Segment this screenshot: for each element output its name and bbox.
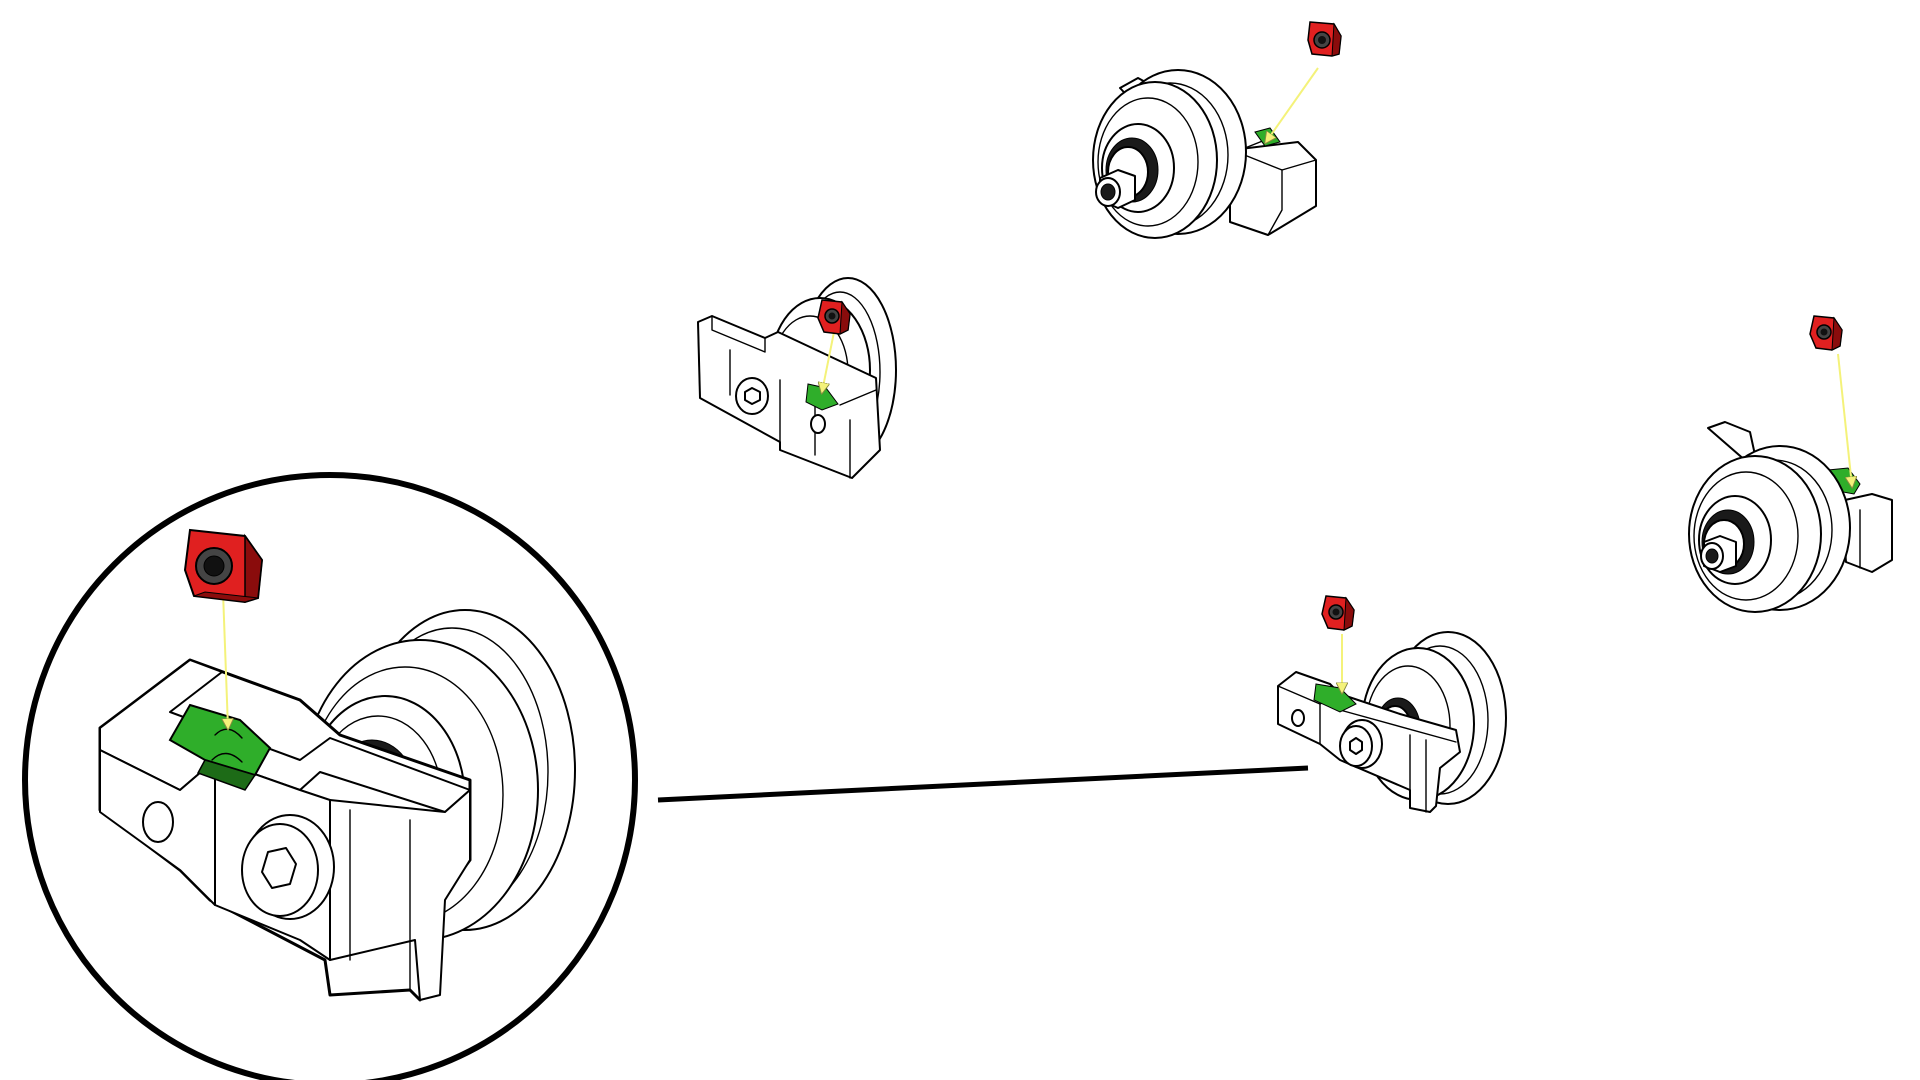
- right-v-wheel: [1688, 445, 1851, 613]
- middle-left-square-nut: [817, 299, 851, 335]
- detail-socket-head-screw: [241, 814, 335, 920]
- right-insert-arrow: [1837, 353, 1852, 486]
- detail-square-nut: [183, 528, 264, 604]
- view-bottom-center: [1277, 595, 1507, 813]
- view-top-center: [1092, 21, 1342, 239]
- callout-leader-line: [657, 765, 1309, 803]
- top-center-v-wheel: [1092, 69, 1247, 239]
- view-right: [1688, 315, 1893, 613]
- detail-nut-pocket: [168, 703, 272, 791]
- top-center-square-nut: [1307, 21, 1342, 57]
- view-middle-left: [697, 277, 897, 479]
- detail-insert-arrow: [223, 591, 228, 728]
- detail-callout: [22, 472, 1309, 1080]
- top-center-nut-pocket: [1254, 127, 1281, 147]
- middle-left-insert-arrow: [822, 331, 835, 392]
- bottom-center-square-nut: [1321, 595, 1355, 631]
- bottom-center-roller-carriage: [1277, 671, 1461, 813]
- middle-left-roller-carriage: [697, 315, 881, 479]
- right-square-nut: [1809, 315, 1843, 351]
- top-center-insert-arrow: [1266, 67, 1319, 142]
